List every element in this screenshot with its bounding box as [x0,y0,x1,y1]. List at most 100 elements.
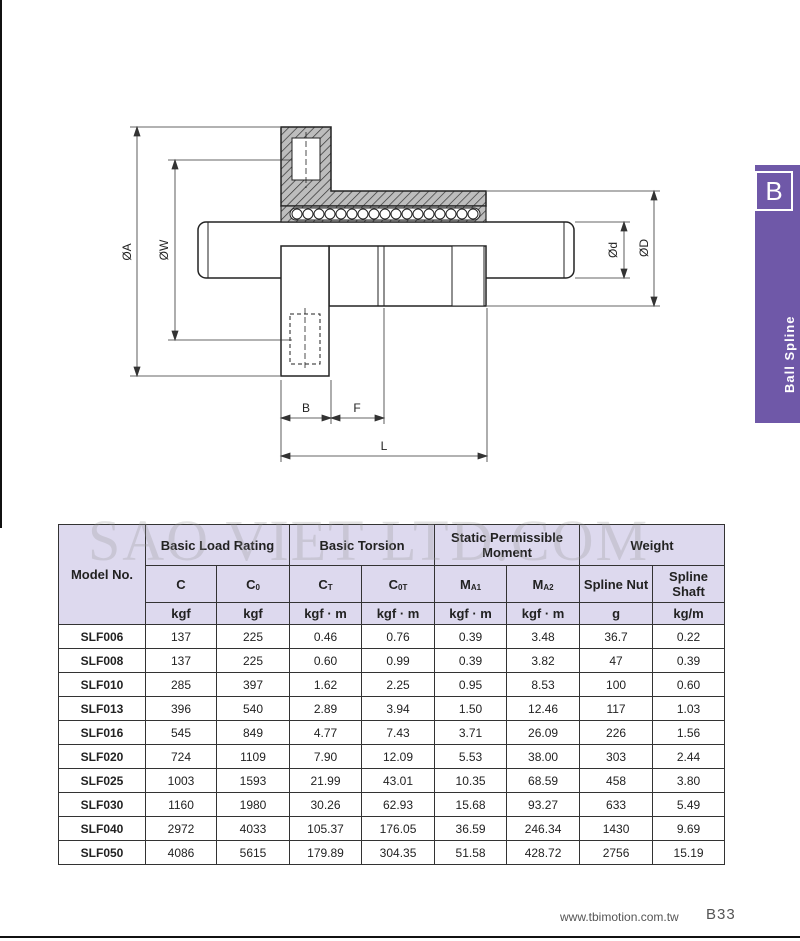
value-cell: 10.35 [434,768,508,793]
value-cell: 1109 [215,744,291,769]
section-tab[interactable]: B Ball Spline [755,165,800,423]
value-cell: 4033 [215,816,291,841]
value-cell: 2.89 [289,696,363,721]
value-cell: 303 [579,744,654,769]
value-cell: 30.26 [289,792,363,817]
col-header: MA2 [506,565,581,603]
value-cell: 5.53 [434,744,508,769]
header-weight: Weight [579,524,726,566]
value-cell: 1593 [215,768,291,793]
value-cell: 36.7 [579,624,654,649]
value-cell: 7.90 [289,744,363,769]
section-tab-letter: B [755,171,793,211]
model-cell: SLF040 [58,816,146,841]
value-cell: 4.77 [289,720,363,745]
value-cell: 0.95 [434,672,508,697]
footer-url[interactable]: www.tbimotion.com.tw [560,910,679,924]
page-number: B33 [706,906,736,923]
value-cell: 1.03 [652,696,726,721]
value-cell: 0.39 [434,648,508,673]
value-cell: 3.82 [506,648,581,673]
value-cell: 2.25 [361,672,436,697]
value-cell: 0.46 [289,624,363,649]
value-cell: 137 [145,648,217,673]
header-model-no: Model No. [58,524,146,625]
value-cell: 3.94 [361,696,436,721]
value-cell: 2972 [145,816,217,841]
value-cell: 396 [145,696,217,721]
dim-label-w: ØW [157,239,171,260]
value-cell: 47 [579,648,654,673]
value-cell: 8.53 [506,672,581,697]
value-cell: 633 [579,792,654,817]
value-cell: 137 [145,624,217,649]
dim-label-a: ØA [120,243,134,260]
value-cell: 0.39 [652,648,726,673]
value-cell: 724 [145,744,217,769]
technical-drawing: ØA ØW Ød ØD B F L [120,125,660,462]
value-cell: 0.60 [289,648,363,673]
value-cell: 5.49 [652,792,726,817]
header-static-moment: Static Permissible Moment [434,524,581,566]
value-cell: 397 [215,672,291,697]
value-cell: 0.22 [652,624,726,649]
col-header: C0T [361,565,436,603]
value-cell: 0.60 [652,672,726,697]
unit-header: kgf · m [361,602,436,625]
model-cell: SLF025 [58,768,146,793]
value-cell: 0.76 [361,624,436,649]
col-header: MA1 [434,565,508,603]
dim-label-l: L [381,439,388,453]
value-cell: 12.09 [361,744,436,769]
value-cell: 3.48 [506,624,581,649]
value-cell: 51.58 [434,840,508,865]
unit-header: kgf · m [434,602,508,625]
value-cell: 2.44 [652,744,726,769]
value-cell: 3.71 [434,720,508,745]
value-cell: 21.99 [289,768,363,793]
value-cell: 3.80 [652,768,726,793]
value-cell: 1160 [145,792,217,817]
spec-table: Model No. Basic Load Rating Basic Torsio… [58,524,726,865]
model-cell: SLF010 [58,672,146,697]
value-cell: 226 [579,720,654,745]
value-cell: 2756 [579,840,654,865]
dim-label-d-small: Ød [606,242,620,258]
value-cell: 1003 [145,768,217,793]
value-cell: 4086 [145,840,217,865]
unit-header: kgf · m [289,602,363,625]
unit-header: g [579,602,654,625]
col-header: CT [289,565,363,603]
value-cell: 5615 [215,840,291,865]
value-cell: 62.93 [361,792,436,817]
value-cell: 246.34 [506,816,581,841]
value-cell: 1.50 [434,696,508,721]
unit-header: kgf · m [506,602,581,625]
value-cell: 68.59 [506,768,581,793]
value-cell: 1430 [579,816,654,841]
value-cell: 12.46 [506,696,581,721]
header-basic-load-rating: Basic Load Rating [144,524,291,566]
model-cell: SLF016 [58,720,146,745]
col-header: C [145,565,217,603]
model-cell: SLF020 [58,744,146,769]
value-cell: 7.43 [361,720,436,745]
value-cell: 100 [579,672,654,697]
model-cell: SLF050 [58,840,146,865]
value-cell: 849 [215,720,291,745]
value-cell: 38.00 [506,744,581,769]
dim-label-d-large: ØD [637,239,651,257]
value-cell: 225 [215,624,291,649]
value-cell: 26.09 [506,720,581,745]
model-cell: SLF008 [58,648,146,673]
value-cell: 36.59 [434,816,508,841]
